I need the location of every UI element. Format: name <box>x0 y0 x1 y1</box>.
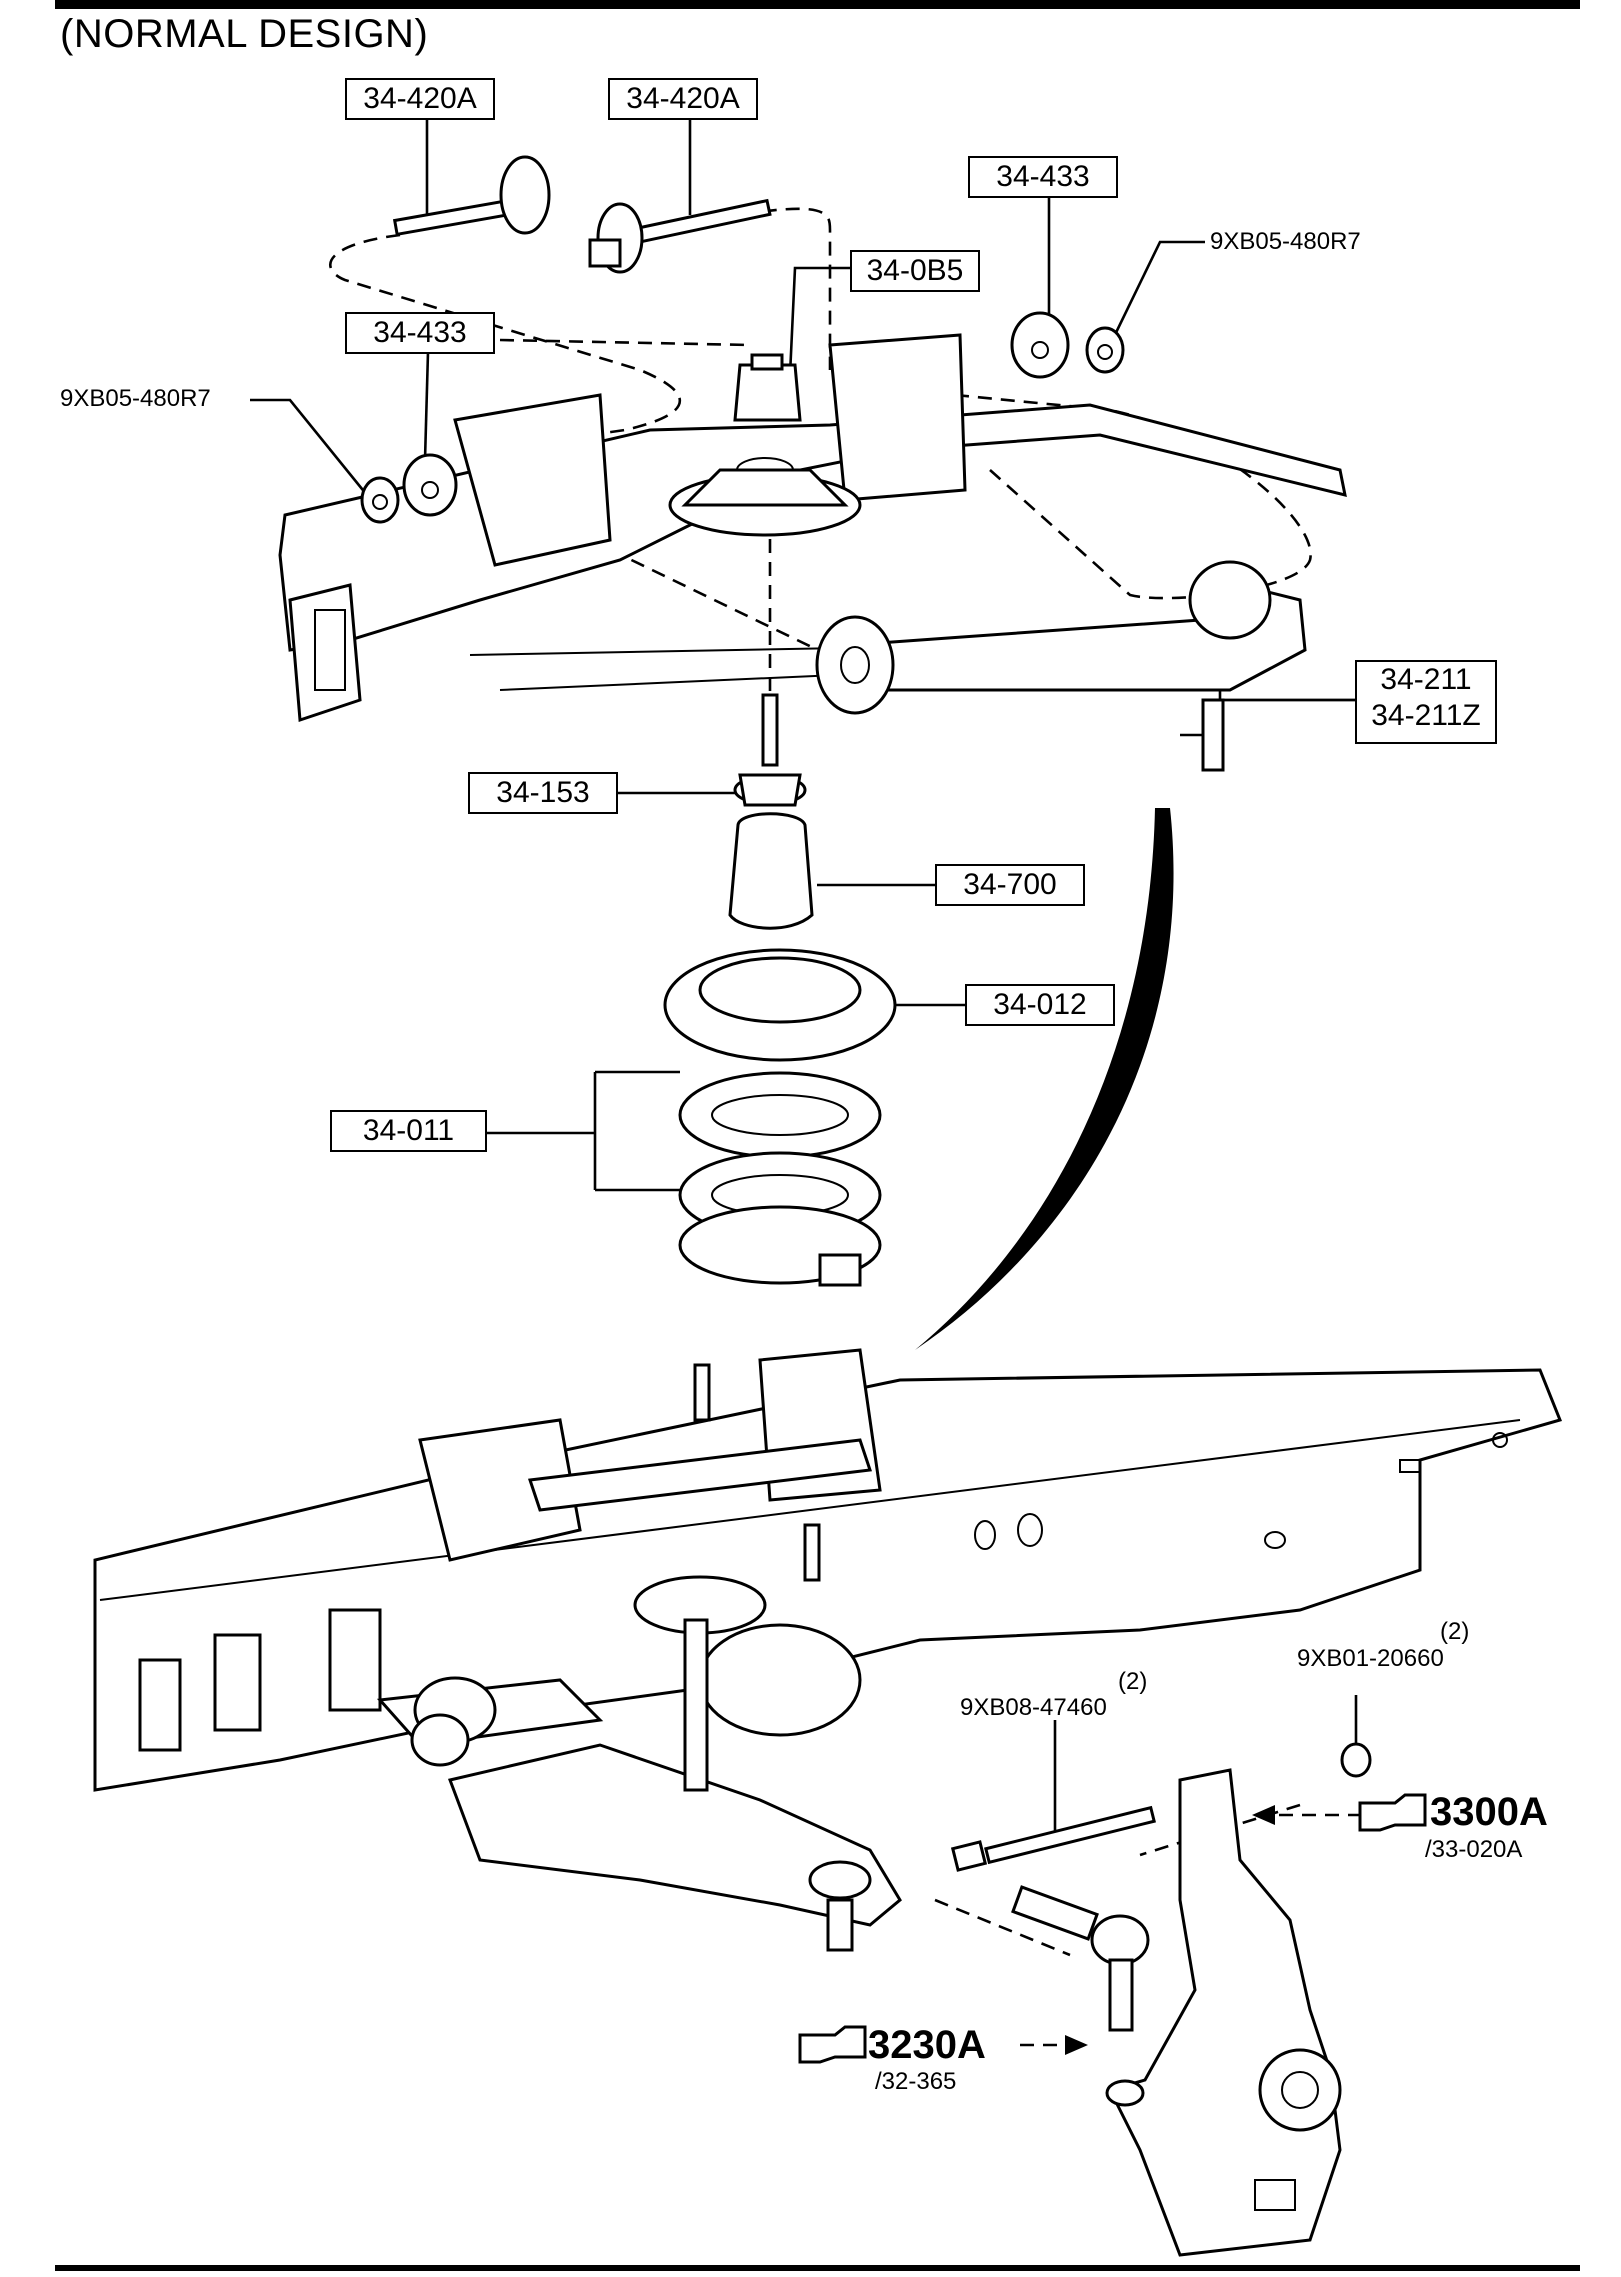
callout-34-211: 34-211 34-211Z <box>1355 660 1497 744</box>
callout-34-153: 34-153 <box>468 772 618 814</box>
spring-seat <box>663 948 897 1062</box>
label-qty-9xb01: (2) <box>1440 1618 1470 1645</box>
callout-34-211-line1: 34-211 <box>1380 663 1472 696</box>
steering-knuckle <box>1105 1768 1342 2257</box>
leader-lines <box>250 118 1358 1835</box>
ref-3230a-link[interactable]: 3230A <box>868 2023 986 2067</box>
callout-34-211-line2: 34-211Z <box>1371 699 1481 732</box>
bottom-rule <box>55 2265 1580 2271</box>
callout-34-433-right: 34-433 <box>968 156 1118 198</box>
label-qty-9xb08: (2) <box>1118 1668 1148 1695</box>
diagram-title: (NORMAL DESIGN) <box>60 12 429 56</box>
tie-rod-end <box>1011 1885 1150 2032</box>
lower-control-arm-assembly <box>376 1348 902 1952</box>
callout-34-700: 34-700 <box>935 864 1085 906</box>
label-9xb01-20660: 9XB01-20660 <box>1297 1645 1444 1672</box>
label-9xb05-480r7-left: 9XB05-480R7 <box>60 385 211 412</box>
pointing-hand-icon <box>798 1793 1427 2064</box>
callout-34-012: 34-012 <box>965 984 1115 1026</box>
cam-bolts <box>392 155 772 274</box>
callout-34-420a-right: 34-420A <box>608 78 758 120</box>
callout-34-0b5: 34-0B5 <box>850 250 980 292</box>
washers-and-nuts <box>360 311 1125 524</box>
arrowhead-3230a <box>1065 2035 1088 2055</box>
callout-34-433-left: 34-433 <box>345 312 495 354</box>
callout-34-420a-left: 34-420A <box>345 78 495 120</box>
ref-3230a-sub: /32-365 <box>875 2068 957 2095</box>
ref-3300a-sub: /33-020A <box>1425 1836 1523 1863</box>
top-rule <box>55 0 1580 9</box>
label-9xb05-480r7-right: 9XB05-480R7 <box>1210 228 1361 255</box>
coil-spring <box>678 1071 882 1287</box>
upper-control-arm <box>815 560 1307 772</box>
upper-frame <box>278 333 1347 723</box>
jounce-bumper <box>728 693 814 930</box>
callout-34-011: 34-011 <box>330 1110 487 1152</box>
knuckle-bolt <box>950 1805 1156 1872</box>
ref-3300a-link[interactable]: 3300A <box>1430 1790 1548 1834</box>
assembly-arrow <box>915 808 1174 1350</box>
knuckle-nut <box>1340 1742 1372 1778</box>
arrowhead-3300a <box>1252 1805 1275 1825</box>
label-9xb08-47460: 9XB08-47460 <box>960 1694 1107 1721</box>
